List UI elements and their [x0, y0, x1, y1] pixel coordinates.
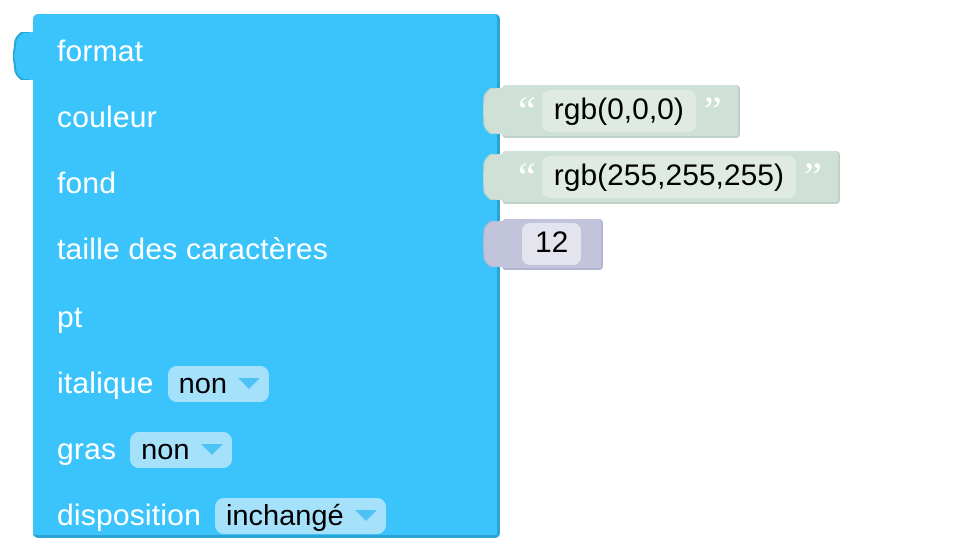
puzzle-connector-icon: [483, 87, 504, 134]
dropdown-disposition-value: inchangé: [225, 499, 344, 532]
puzzle-connector-icon: [13, 32, 35, 80]
row-italique: italique non: [57, 362, 270, 406]
chevron-down-icon: [238, 378, 261, 389]
row-label-pt: pt: [57, 301, 83, 334]
row-gras: gras non: [57, 428, 232, 472]
text-block-couleur[interactable]: “ rgb(0,0,0) ”: [483, 85, 740, 138]
row-disposition: disposition inchangé: [57, 494, 386, 538]
number-field-taille[interactable]: 12: [522, 222, 582, 265]
row-label-fond: fond: [57, 167, 117, 200]
text-field-fond[interactable]: rgb(255,255,255): [541, 155, 796, 198]
row-label-gras: gras: [57, 433, 117, 466]
row-taille-des-caracteres: taille des caractères: [57, 228, 328, 272]
chevron-down-icon: [200, 444, 223, 455]
row-label-taille-des-caracteres: taille des caractères: [57, 233, 328, 266]
row-couleur: couleur: [57, 96, 157, 140]
row-format: format: [57, 30, 143, 74]
puzzle-connector-icon: [483, 153, 504, 200]
format-block[interactable]: format couleur fond taille des caractère…: [13, 14, 500, 538]
dropdown-gras-value: non: [141, 433, 190, 466]
row-pt: pt: [57, 296, 82, 340]
number-block-taille[interactable]: 12: [483, 219, 604, 270]
row-label-italique: italique: [57, 367, 154, 400]
puzzle-connector-icon: [483, 220, 504, 267]
dropdown-italique-value: non: [178, 367, 228, 400]
row-label-disposition: disposition: [57, 499, 201, 532]
dropdown-disposition[interactable]: inchangé: [214, 498, 386, 534]
row-label-couleur: couleur: [57, 101, 157, 134]
dropdown-gras[interactable]: non: [130, 432, 232, 468]
text-field-couleur[interactable]: rgb(0,0,0): [541, 89, 696, 132]
text-block-fond[interactable]: “ rgb(255,255,255) ”: [483, 151, 840, 204]
row-fond: fond: [57, 162, 116, 206]
row-label-format: format: [57, 35, 144, 68]
chevron-down-icon: [354, 510, 377, 521]
dropdown-italique[interactable]: non: [167, 366, 270, 402]
